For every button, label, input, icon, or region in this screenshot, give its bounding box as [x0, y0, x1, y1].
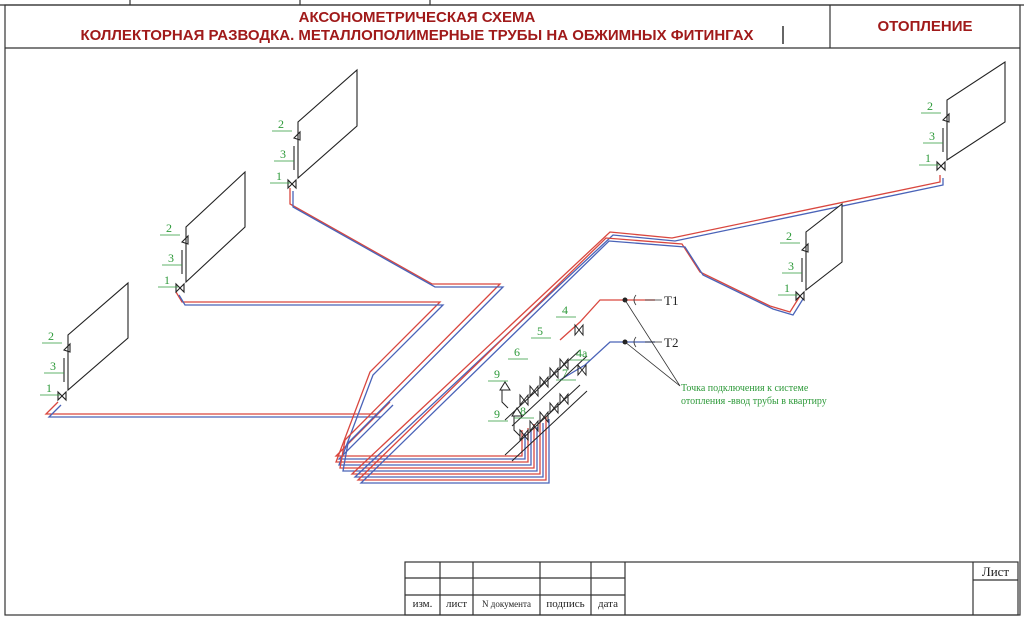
radiator-label-2: 2 — [927, 99, 933, 113]
manifold-label-4a: 4a — [576, 346, 588, 360]
radiator-label-1: 1 — [925, 151, 931, 165]
tb-sheet: Лист — [981, 564, 1010, 579]
air-vent-icon — [499, 381, 523, 437]
supply-pipe — [289, 188, 535, 469]
radiator-label-2: 2 — [786, 229, 792, 243]
title-line-1: АКСОНОМЕТРИЧЕСКАЯ СХЕМА — [298, 9, 536, 26]
radiator-label-2: 2 — [48, 329, 54, 343]
manifold-valve-icon — [539, 410, 549, 424]
radiator — [67, 281, 129, 392]
valve-icon — [175, 282, 185, 294]
supply-pipe — [175, 291, 529, 463]
radiator — [805, 202, 843, 292]
manifold-valve-icon — [549, 401, 559, 415]
title-line-2: КОЛЛЕКТОРНАЯ РАЗВОДКА. МЕТАЛЛОПОЛИМЕРНЫЕ… — [80, 27, 754, 44]
return-pipe — [47, 404, 526, 460]
radiator — [946, 60, 1006, 162]
air-vent-icon — [292, 130, 301, 141]
radiator-label-3: 3 — [280, 147, 286, 161]
manifold-label-5: 5 — [537, 324, 543, 338]
drawing-title: АКСОНОМЕТРИЧЕСКАЯ СХЕМА КОЛЛЕКТОРНАЯ РАЗ… — [6, 6, 828, 50]
radiator-label-1: 1 — [276, 169, 282, 183]
return-pipe — [353, 178, 944, 478]
return-pipe — [178, 294, 532, 466]
supply-pipe — [44, 401, 523, 457]
manifold — [499, 323, 588, 462]
manifold-label-4: 4 — [562, 303, 568, 317]
air-vent-icon — [800, 242, 809, 253]
radiator-label-3: 3 — [50, 359, 56, 373]
tb-izm: изм. — [412, 598, 433, 610]
radiator-label-1: 1 — [164, 273, 170, 287]
note-line-1: Точка подключения к системе — [681, 383, 809, 394]
tb-list: лист — [445, 598, 468, 610]
return-pipe — [292, 191, 538, 472]
note-leader — [624, 299, 681, 387]
radiator-label-3: 3 — [929, 129, 935, 143]
manifold-valve-icon — [519, 393, 529, 407]
manifold-label-9: 9 — [494, 407, 500, 421]
supply-main — [559, 299, 655, 341]
manifold-valve-icon — [519, 428, 529, 442]
manifold-valve-icon — [539, 375, 549, 389]
manifold-valve-icon — [529, 419, 539, 433]
t2-label: Т2 — [664, 335, 678, 350]
manifold-label-9: 9 — [494, 367, 500, 381]
manifold-valve-icon — [559, 357, 569, 371]
manifold-valve-icon — [559, 392, 569, 406]
arrow-icon — [633, 294, 662, 348]
manifold-label-8: 8 — [520, 404, 526, 418]
return-main — [559, 341, 655, 381]
manifold-label-6: 6 — [514, 345, 520, 359]
valve-icon — [936, 160, 946, 172]
tb-ndoc: N документа — [482, 599, 531, 609]
radiator — [185, 170, 246, 284]
radiator-label-2: 2 — [166, 221, 172, 235]
air-vent-icon — [62, 342, 71, 353]
valve-icon — [287, 178, 297, 190]
radiator-label-3: 3 — [168, 251, 174, 265]
manifold-valve-icon — [549, 366, 559, 380]
tb-podpis: подпись — [546, 598, 585, 610]
supply-pipe — [350, 175, 941, 475]
manifold-label-7: 7 — [562, 366, 568, 380]
manifold-bars — [504, 349, 588, 462]
tb-data: дата — [597, 598, 619, 610]
section-title: ОТОПЛЕНИЕ — [877, 18, 973, 35]
radiator — [297, 68, 358, 180]
air-vent-icon — [180, 234, 189, 245]
radiator-label-2: 2 — [278, 117, 284, 131]
t1-label: Т1 — [664, 293, 678, 308]
title-block — [404, 561, 1019, 616]
valve-icon — [57, 390, 67, 402]
radiator-label-3: 3 — [788, 259, 794, 273]
air-vent-icon — [941, 112, 950, 123]
return-pipe — [359, 240, 804, 484]
ball-valve-icon — [574, 323, 587, 377]
radiator-label-1: 1 — [784, 281, 790, 295]
manifold-valve-icon — [529, 384, 539, 398]
radiator-label-1: 1 — [46, 381, 52, 395]
note-line-2: отопления -ввод трубы в квартиру — [681, 396, 827, 407]
supply-pipe — [356, 237, 801, 481]
valve-icon — [795, 290, 805, 302]
